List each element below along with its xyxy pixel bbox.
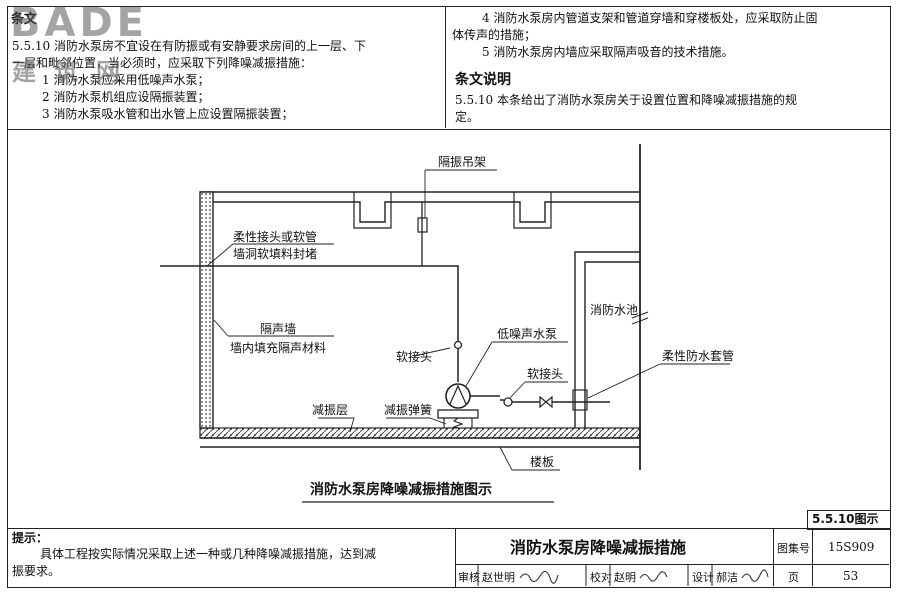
label-soft-joint-right: 软接头 bbox=[527, 367, 564, 381]
leader-floor bbox=[499, 446, 560, 471]
sound-insulating-wall bbox=[199, 191, 214, 429]
discharge-pipe bbox=[160, 265, 459, 342]
title-block-vline-2 bbox=[812, 528, 813, 586]
text-line: 1 消防水泵应采用低噪声水泵； bbox=[42, 73, 210, 87]
signature-check bbox=[639, 571, 668, 582]
text-line: 定。 bbox=[455, 110, 480, 124]
text-line: 4 消防水泵房内管道支架和管道穿墙和穿楼板处，应采取防止固 bbox=[482, 11, 818, 25]
leader-flex-joint bbox=[206, 243, 334, 267]
pump-impeller bbox=[449, 384, 467, 405]
text-line: 振要求。 bbox=[12, 564, 61, 578]
tank-sleeve bbox=[572, 389, 588, 411]
gate-valve bbox=[539, 395, 553, 409]
text-line: 5.5.10 消防水泵房不宜设在有防振或有安静要求房间的上一层、下 bbox=[12, 39, 366, 53]
leader-wall bbox=[213, 319, 334, 337]
review-name: 赵世明 bbox=[482, 571, 515, 584]
leader-damping bbox=[318, 417, 355, 433]
notes-divider bbox=[7, 528, 889, 529]
notes-title: 提示： bbox=[12, 531, 49, 545]
check-label: 校对 bbox=[590, 571, 612, 584]
leader-sleeve bbox=[587, 363, 730, 399]
wall-break bbox=[631, 311, 649, 325]
figure-tag-box bbox=[807, 510, 891, 530]
brand-watermark: BADE bbox=[10, 0, 148, 46]
atlas-value: 15S909 bbox=[828, 540, 875, 554]
ceiling-inner bbox=[213, 201, 640, 223]
text-line: 一层和毗邻位置，当必须时，应采取下列降噪减振措施： bbox=[12, 56, 313, 70]
atlas-label: 图集号 bbox=[777, 542, 810, 555]
label-sleeve: 柔性防水套管 bbox=[662, 349, 735, 363]
check-name: 赵明 bbox=[614, 571, 636, 584]
label-flex-joint: 柔性接头或软管 bbox=[233, 230, 318, 244]
label-damping-layer: 减振层 bbox=[312, 403, 349, 417]
text-line: 3 消防水泵吸水管和出水管上应设置隔振装置； bbox=[42, 107, 294, 121]
text-line: 具体工程按实际情况采取上述一种或几种降噪减振措施，达到减 bbox=[40, 547, 377, 561]
leader-soft-joint-right bbox=[509, 381, 568, 399]
page-label: 页 bbox=[788, 571, 799, 584]
label-pump: 低噪声水泵 bbox=[497, 327, 558, 341]
title-block-hline bbox=[455, 564, 889, 565]
figure-tag: 5.5.10图示 bbox=[812, 512, 879, 526]
design-name: 郝洁 bbox=[716, 571, 738, 584]
suction-pipe-main bbox=[500, 399, 540, 403]
design-label: 设计 bbox=[692, 571, 714, 584]
label-soft-joint-left: 软接头 bbox=[396, 350, 433, 364]
signature-design bbox=[741, 569, 769, 582]
leader-spring bbox=[386, 417, 447, 425]
review-label: 审核 bbox=[458, 571, 480, 584]
label-wall-opening-seal: 墙洞软填料封堵 bbox=[233, 247, 318, 261]
leader-hanger bbox=[424, 169, 497, 218]
label-hanger: 隔振吊架 bbox=[438, 155, 487, 169]
title-block-vline-1 bbox=[773, 528, 774, 586]
discharge-soft-joint bbox=[453, 340, 463, 350]
leader-soft-joint-left bbox=[413, 347, 451, 357]
leader-pump bbox=[465, 341, 568, 387]
label-floor: 楼板 bbox=[530, 455, 555, 469]
label-tank: 消防水池 bbox=[590, 303, 639, 317]
clause-title: 条文 bbox=[11, 12, 38, 27]
text-line: 体传声的措施； bbox=[452, 28, 537, 42]
diagram-caption: 消防水泵房降噪减振措施图示 bbox=[310, 482, 492, 498]
fire-water-tank bbox=[574, 251, 640, 428]
text-line: 2 消防水泵机组应设隔振装置； bbox=[42, 90, 210, 104]
text-line: 5.5.10 本条给出了消防水泵房关于设置位置和降噪减振措施的规 bbox=[455, 93, 797, 107]
explain-title: 条文说明 bbox=[455, 72, 511, 88]
brand-watermark-sub: 建筑网 bbox=[12, 58, 138, 86]
page-value: 53 bbox=[843, 569, 859, 583]
label-wall-filling: 墙内填充隔声材料 bbox=[230, 341, 327, 355]
clause-box bbox=[7, 6, 891, 130]
text-line: 5 消防水泵房内墙应采取隔声吸音的技术措施。 bbox=[482, 45, 734, 59]
ceiling-beam-outline bbox=[353, 192, 552, 229]
clause-divider bbox=[445, 6, 446, 128]
label-sound-wall: 隔声墙 bbox=[260, 322, 297, 336]
label-spring: 减振弹簧 bbox=[384, 403, 433, 417]
sheet-title: 消防水泵房降噪减振措施 bbox=[510, 538, 687, 557]
signature-review bbox=[519, 570, 559, 584]
title-block bbox=[455, 528, 891, 588]
